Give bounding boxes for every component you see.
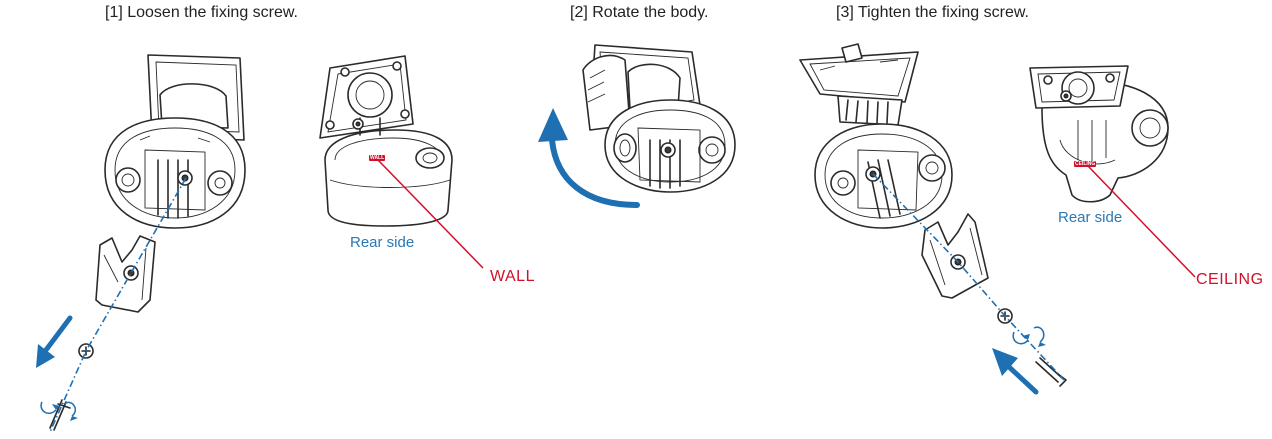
step1-bracket xyxy=(95,235,156,313)
rear-side-label-wall: Rear side xyxy=(350,234,415,251)
wall-tag: WALL xyxy=(369,155,386,161)
step-1-title: [1] Loosen the fixing screw. xyxy=(105,4,298,21)
ceiling-callout-line xyxy=(1087,165,1196,278)
step3-rotation-icon xyxy=(1012,326,1046,347)
rear-view-ceiling xyxy=(1029,65,1196,278)
step2-rotate-arrow xyxy=(538,108,640,208)
step3-axis-line xyxy=(872,173,1065,381)
wall-callout-line xyxy=(377,159,484,269)
step3-camera-illustration xyxy=(799,43,953,229)
step-2-title: [2] Rotate the body. xyxy=(570,4,709,21)
step3-bracket xyxy=(921,213,989,299)
wall-callout-label: WALL xyxy=(490,268,535,285)
step1-rotation-icon xyxy=(40,401,78,421)
ceiling-callout-label: CEILING xyxy=(1196,271,1264,288)
step-3-title: [3] Tighten the fixing screw. xyxy=(836,4,1029,21)
step2-camera-illustration xyxy=(582,44,736,193)
step1-arrow xyxy=(36,315,73,368)
rear-side-label-ceiling: Rear side xyxy=(1058,209,1123,226)
rear-view-wall xyxy=(319,55,484,269)
ceiling-tag: CEILING xyxy=(1074,161,1097,167)
step1-axis-line xyxy=(49,177,187,433)
step1-camera-illustration xyxy=(104,54,246,229)
step3-arrow xyxy=(992,348,1039,395)
